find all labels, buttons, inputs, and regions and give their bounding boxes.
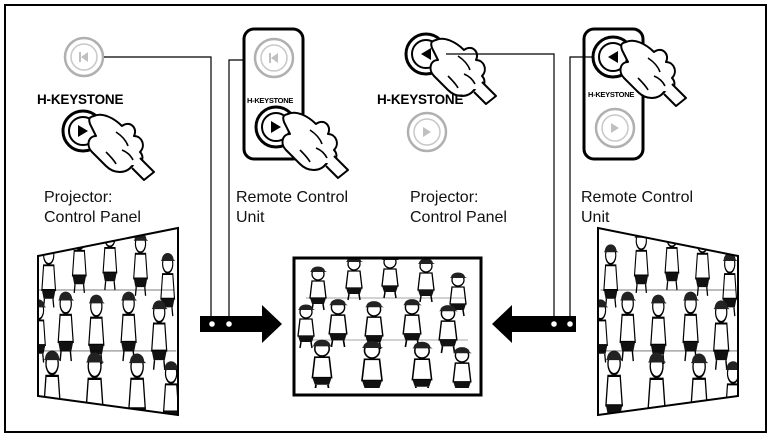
left-panel-button-inactive: [63, 36, 105, 78]
h-keystone-label: H-KEYSTONE: [247, 96, 294, 105]
left-connector-line-2: [228, 59, 244, 322]
right-remote-label: Remote Control Unit: [581, 189, 694, 226]
left-arrow-icon: [269, 53, 278, 63]
left-remote-button-inactive: [253, 37, 295, 79]
right-arrow-icon: [78, 125, 88, 137]
right-connector-line-2: [569, 56, 593, 322]
direction-arrow-icon: [492, 305, 576, 343]
left-remote-label: Remote Control Unit: [236, 189, 349, 226]
right-projector-label: Projector: Control Panel: [410, 189, 507, 226]
h-keystone-label: H-KEYSTONE: [588, 90, 635, 99]
right-remote-button-active: [591, 35, 635, 79]
left-remote-button-active: [254, 105, 298, 149]
left-distorted-image: [37, 226, 179, 417]
h-keystone-label: H-KEYSTONE: [37, 92, 124, 107]
right-distorted-image: [597, 226, 739, 417]
left-arrow-icon: [608, 51, 618, 63]
direction-arrow-icon: [200, 305, 282, 343]
right-panel-button-active: [404, 32, 448, 76]
right-arrow-icon: [271, 121, 281, 133]
left-panel-button-active: [61, 109, 105, 153]
right-arrow-icon: [611, 123, 619, 133]
right-remote-button-inactive: [594, 107, 636, 149]
right-connector-line-1: [446, 53, 555, 322]
left-connector-line-1: [104, 56, 212, 322]
left-projector-label: Projector: Control Panel: [44, 189, 141, 226]
center-corrected-image: [292, 256, 483, 397]
right-arrow-icon: [423, 127, 431, 137]
left-arrow-icon: [421, 48, 431, 60]
left-arrow-icon: [79, 52, 88, 62]
h-keystone-label: H-KEYSTONE: [377, 92, 464, 107]
right-panel-button-inactive: [406, 111, 448, 153]
